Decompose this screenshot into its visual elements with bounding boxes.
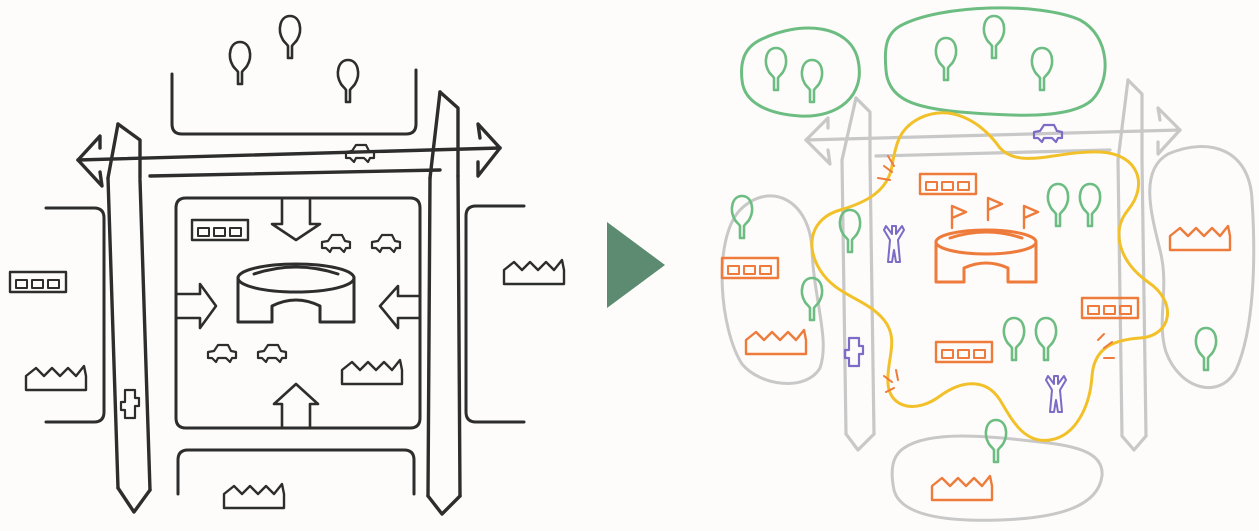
tree-icon (982, 14, 1006, 60)
park-zone (883, 6, 1107, 117)
car-icon (206, 343, 238, 364)
person-icon (1045, 375, 1067, 413)
car-icon (320, 233, 352, 254)
factory-icon (502, 258, 566, 286)
inflow-arrow (272, 382, 320, 430)
tree-icon (1046, 182, 1070, 228)
car-icon (256, 343, 288, 364)
inflow-arrow (270, 198, 322, 242)
building-icon (1080, 296, 1140, 320)
road-network (76, 90, 502, 516)
tree-icon (764, 46, 788, 92)
district-zone (890, 434, 1104, 522)
tree-icon (984, 418, 1008, 464)
tree-icon (1034, 316, 1058, 362)
district-zone (720, 194, 825, 385)
activity-spark-icon (877, 155, 1115, 393)
tree-icon (1030, 46, 1054, 92)
building-icon (934, 340, 994, 364)
tree-icon (228, 40, 252, 86)
person-icon (883, 225, 905, 263)
after-panel (720, 6, 1256, 522)
right-arrow-icon (607, 222, 665, 308)
tree-icon (1194, 326, 1218, 372)
building-icon (918, 172, 978, 196)
park-zone (740, 26, 861, 118)
inner-block-outline (174, 196, 422, 430)
district-zone (1148, 145, 1256, 389)
tree-icon (278, 14, 302, 60)
side-block-outline (44, 206, 106, 424)
factory-icon (24, 364, 88, 392)
building-icon (720, 256, 780, 280)
tree-icon (800, 58, 824, 104)
tree-icon (336, 58, 360, 104)
connector-icon (843, 336, 865, 368)
core-district-outline (810, 111, 1170, 442)
factory-icon (222, 482, 286, 510)
factory-icon (1168, 224, 1232, 252)
stadium-icon (934, 196, 1040, 284)
factory-icon (340, 358, 404, 386)
building-icon (8, 270, 68, 294)
building-icon (190, 218, 250, 242)
factory-icon (744, 328, 808, 356)
tree-icon (934, 36, 958, 82)
inflow-arrow (176, 282, 218, 330)
side-block-outline (464, 204, 526, 424)
connector-icon (119, 388, 141, 420)
park-outline (170, 68, 418, 136)
inflow-arrow (378, 284, 422, 330)
stadium-icon (236, 262, 356, 324)
factory-icon (930, 474, 994, 502)
before-panel (8, 14, 566, 516)
car-icon (370, 233, 402, 254)
tree-icon (1078, 182, 1102, 228)
side-block-outline (176, 448, 416, 496)
tree-icon (1002, 316, 1026, 362)
